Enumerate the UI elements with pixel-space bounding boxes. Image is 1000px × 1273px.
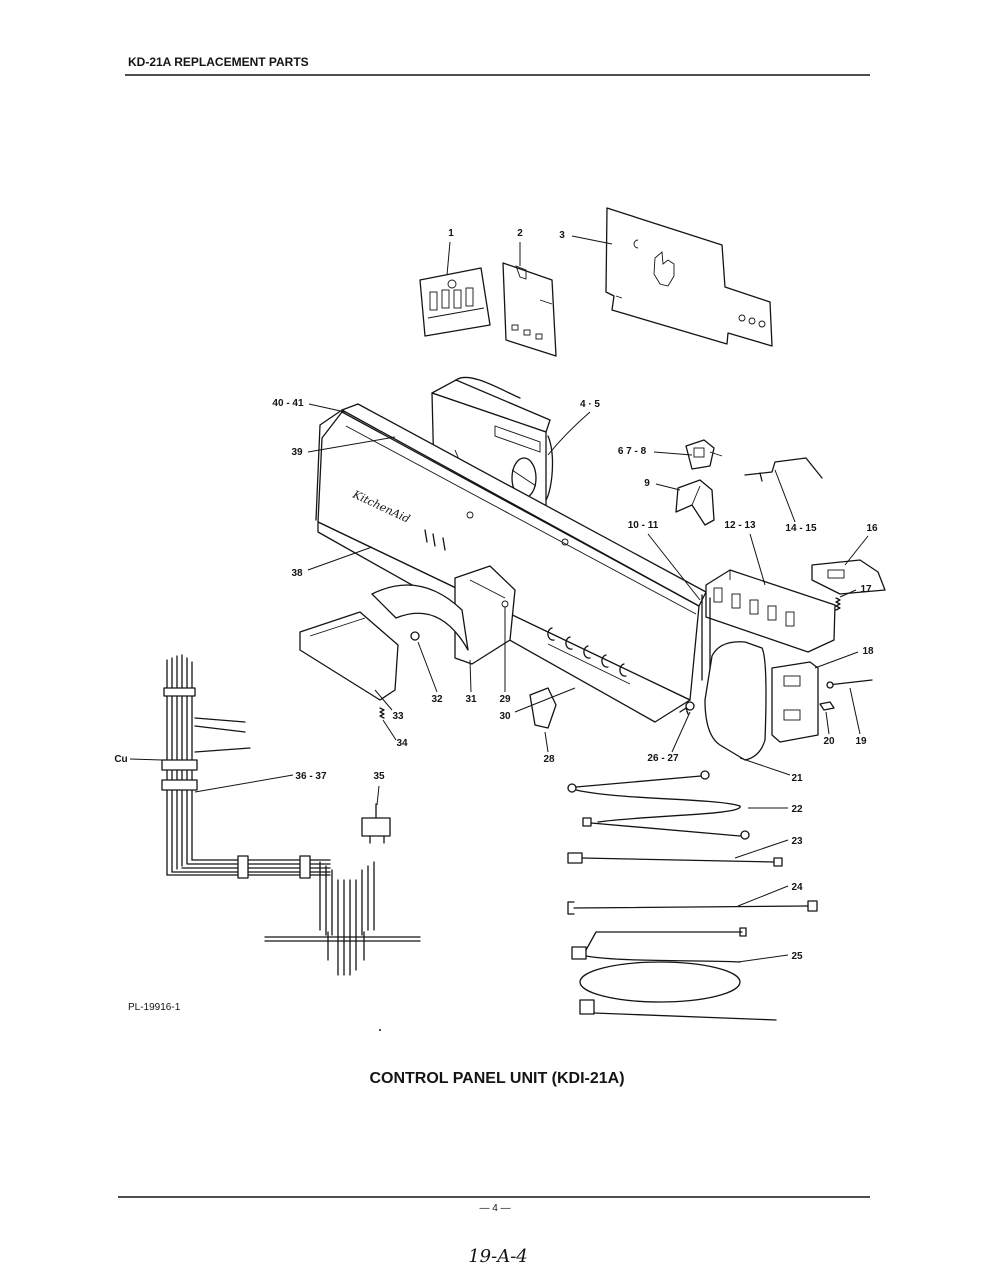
page-number: — 4 — bbox=[479, 1203, 510, 1214]
part-21-end-cap bbox=[704, 641, 767, 761]
callout-10-11: 10 - 11 bbox=[628, 520, 659, 531]
part-1-board bbox=[419, 267, 491, 337]
callout-16: 16 bbox=[866, 523, 878, 534]
callout-21: 21 bbox=[791, 773, 803, 784]
callout-40-41: 40 - 41 bbox=[272, 398, 304, 409]
callout-39: 39 bbox=[291, 447, 303, 458]
part-18-20-switch-assembly bbox=[771, 661, 873, 743]
handwritten-reference: 19-A-4 bbox=[468, 1246, 528, 1267]
part-17-spring bbox=[835, 597, 841, 611]
leader-lines bbox=[129, 235, 869, 963]
callout-1: 1 bbox=[448, 228, 454, 239]
plate-number: PL-19916-1 bbox=[128, 1002, 181, 1013]
part-14-15-wire bbox=[744, 457, 823, 482]
callout-28: 28 bbox=[543, 754, 555, 765]
part-26-27-fastener bbox=[679, 701, 695, 715]
callout-2: 2 bbox=[517, 228, 523, 239]
callout-9: 9 bbox=[644, 478, 650, 489]
callout-18: 18 bbox=[862, 646, 874, 657]
callout-31: 31 bbox=[465, 694, 477, 705]
page-header-title: KD-21A REPLACEMENT PARTS bbox=[128, 55, 309, 69]
callout-36-37: 36 - 37 bbox=[295, 771, 327, 782]
part-16-switch bbox=[811, 559, 886, 595]
callout-26-27: 26 - 27 bbox=[647, 753, 679, 764]
part-34-spring bbox=[379, 707, 385, 719]
part-36-37-wire-harness bbox=[161, 654, 421, 976]
callout-30: 30 bbox=[499, 711, 511, 722]
part-25-wire-set bbox=[571, 927, 777, 1021]
callout-17: 17 bbox=[860, 584, 872, 595]
panel-indicator-marks bbox=[424, 529, 446, 551]
part-2-board bbox=[502, 262, 557, 357]
part-28-knob bbox=[529, 687, 557, 729]
callout-3: 3 bbox=[559, 230, 565, 241]
callout-4-5: 4 · 5 bbox=[580, 399, 600, 410]
callout-19: 19 bbox=[855, 736, 867, 747]
callout-12-13: 12 - 13 bbox=[724, 520, 756, 531]
callout-32: 32 bbox=[431, 694, 443, 705]
callout-22: 22 bbox=[791, 804, 803, 815]
part-32-33-lamp-cover bbox=[299, 584, 469, 701]
scan-speck bbox=[379, 1029, 381, 1031]
callout-33: 33 bbox=[392, 711, 404, 722]
callout-labels: 1 2 3 4 · 5 6 7 - 8 9 10 - 11 12 - 13 14… bbox=[114, 228, 878, 962]
callout-35: 35 bbox=[373, 771, 385, 782]
callout-38: 38 bbox=[291, 568, 303, 579]
part-22-wire-set bbox=[567, 770, 750, 840]
part-6-8-bracket bbox=[685, 439, 723, 470]
callout-34: 34 bbox=[396, 738, 408, 749]
part-24-wire bbox=[567, 900, 818, 915]
callout-14-15: 14 - 15 bbox=[785, 523, 817, 534]
callout-23: 23 bbox=[791, 836, 803, 847]
callout-29: 29 bbox=[499, 694, 511, 705]
callout-6-8: 6 7 - 8 bbox=[618, 446, 647, 457]
panel-button-openings bbox=[547, 627, 631, 685]
part-3-circuit-board bbox=[605, 207, 773, 347]
callout-24: 24 bbox=[791, 882, 803, 893]
part-35-connector bbox=[361, 803, 391, 844]
part-29-31-bracket bbox=[454, 565, 516, 665]
part-9-bracket bbox=[675, 479, 715, 526]
part-12-13-switch-block bbox=[701, 569, 836, 681]
callout-25: 25 bbox=[791, 951, 803, 962]
callout-cu: Cu bbox=[114, 754, 127, 765]
callout-20: 20 bbox=[823, 736, 835, 747]
part-23-wire bbox=[567, 852, 783, 867]
diagram-caption: CONTROL PANEL UNIT (KDI-21A) bbox=[369, 1070, 624, 1087]
